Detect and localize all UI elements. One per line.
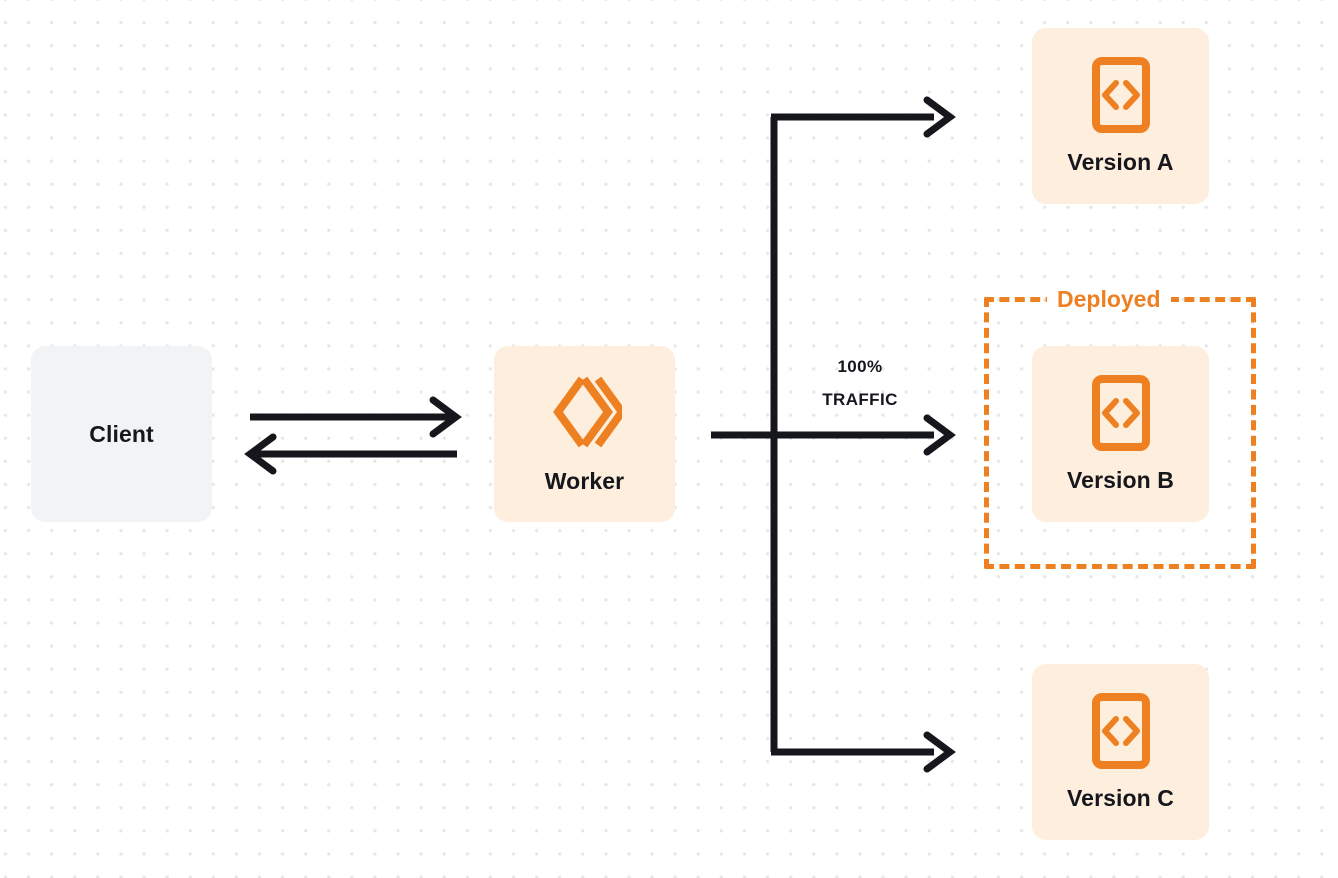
node-worker[interactable]: Worker	[494, 346, 675, 522]
node-version-b[interactable]: Version B	[1032, 346, 1209, 522]
code-brackets-icon	[1091, 374, 1150, 451]
node-client[interactable]: Client	[31, 346, 212, 522]
node-version-c[interactable]: Version C	[1032, 664, 1209, 840]
node-client-label: Client	[89, 420, 154, 447]
edge-worker-to-client	[244, 433, 457, 475]
traffic-percent: 100%	[837, 357, 883, 376]
node-version-b-label: Version B	[1067, 466, 1174, 493]
code-brackets-icon	[1091, 692, 1150, 769]
node-version-c-label: Version C	[1067, 784, 1174, 811]
edge-branch-to-version-a	[771, 96, 956, 138]
edge-client-to-worker	[250, 396, 462, 438]
node-worker-label: Worker	[544, 467, 625, 494]
traffic-word: TRAFFIC	[822, 390, 898, 409]
code-brackets-icon	[1091, 56, 1150, 133]
traffic-label: 100% TRAFFIC	[790, 350, 930, 416]
node-version-a-label: Version A	[1067, 148, 1174, 175]
edge-branch-to-version-c	[771, 731, 956, 773]
deployed-group-label: Deployed	[1047, 285, 1171, 313]
edge-worker-to-version-b	[711, 414, 956, 456]
node-version-a[interactable]: Version A	[1032, 28, 1209, 204]
cloudflare-workers-logo-icon	[548, 374, 622, 450]
